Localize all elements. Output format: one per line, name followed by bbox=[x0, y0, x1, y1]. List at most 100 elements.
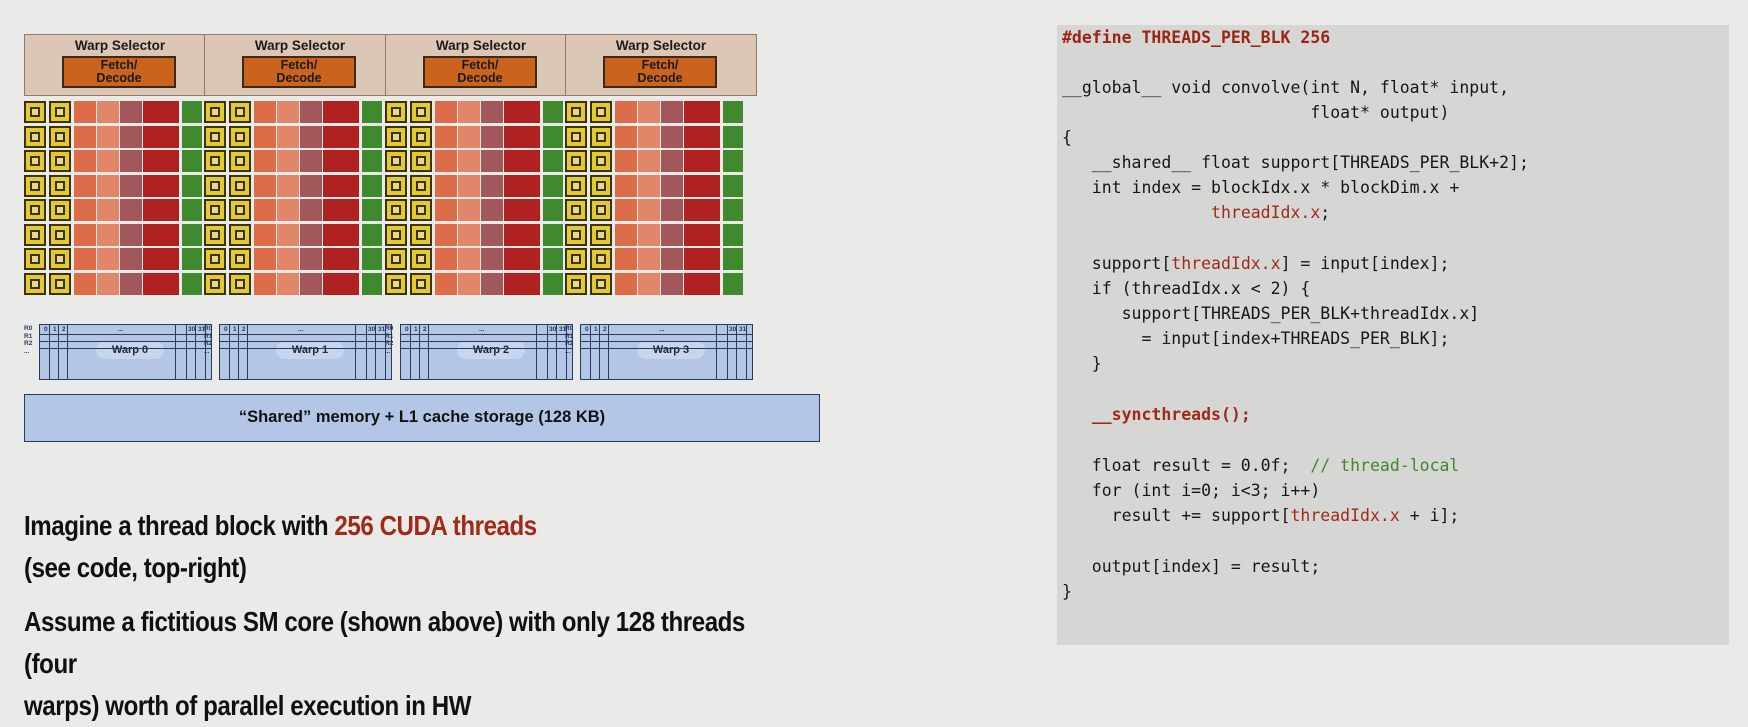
exec-unit-yellow bbox=[49, 101, 71, 123]
register-row-label: ... bbox=[204, 347, 210, 355]
exec-unit-red bbox=[684, 174, 720, 197]
exec-unit-row bbox=[565, 174, 757, 197]
exec-unit-red bbox=[504, 199, 540, 221]
exec-unit-green bbox=[182, 199, 202, 221]
exec-unit-mauve bbox=[661, 223, 683, 246]
register-col-divider bbox=[727, 325, 728, 379]
exec-unit-green bbox=[543, 248, 563, 270]
warp-selector: Warp Selector Fetch/ Decode bbox=[204, 34, 396, 96]
exec-unit-row bbox=[204, 272, 396, 295]
exec-unit-yellow bbox=[590, 101, 612, 123]
exec-unit-green bbox=[543, 150, 563, 172]
line1-highlight: 256 CUDA threads bbox=[334, 510, 537, 541]
exec-unit-green bbox=[723, 248, 743, 270]
exec-unit-yellow bbox=[565, 125, 587, 148]
register-col-divider bbox=[49, 325, 50, 379]
exec-unit-yellow bbox=[565, 223, 587, 246]
exec-unit-mauve bbox=[120, 174, 142, 197]
register-col-divider bbox=[385, 325, 386, 379]
exec-unit-yellow bbox=[385, 150, 407, 172]
exec-unit-yellow bbox=[49, 248, 71, 270]
exec-unit-yellow bbox=[229, 125, 251, 148]
exec-unit-mauve bbox=[481, 272, 503, 295]
exec-unit-row bbox=[565, 125, 757, 148]
exec-unit-red bbox=[143, 272, 179, 295]
register-col-divider bbox=[419, 325, 420, 379]
exec-unit-yellow bbox=[565, 248, 587, 270]
exec-unit-row bbox=[24, 150, 216, 172]
execution-units bbox=[204, 101, 396, 319]
code-line: result += support[threadIdx.x + i]; bbox=[1062, 503, 1460, 528]
register-row-label: R0 bbox=[385, 325, 394, 332]
exec-unit-mauve bbox=[120, 248, 142, 270]
register-col-divider bbox=[599, 325, 600, 379]
exec-unit-yellow bbox=[24, 199, 46, 221]
code-line: threadIdx.x; bbox=[1062, 200, 1330, 225]
exec-unit-red bbox=[143, 223, 179, 246]
register-row-label: R1 bbox=[565, 332, 574, 340]
exec-unit-mauve bbox=[661, 272, 683, 295]
exec-unit-salmon bbox=[458, 125, 480, 148]
exec-unit-salmon bbox=[277, 248, 299, 270]
code-line: } bbox=[1062, 354, 1102, 373]
exec-unit-red bbox=[504, 272, 540, 295]
exec-unit-salmon bbox=[458, 223, 480, 246]
exec-unit-orange bbox=[615, 150, 637, 172]
exec-unit-green bbox=[182, 272, 202, 295]
exec-unit-yellow bbox=[49, 174, 71, 197]
register-col-divider bbox=[58, 325, 59, 379]
exec-unit-yellow bbox=[385, 248, 407, 270]
fetch-decode-unit: Fetch/ Decode bbox=[62, 56, 176, 88]
exec-unit-row bbox=[24, 272, 216, 295]
exec-unit-salmon bbox=[97, 272, 119, 295]
exec-unit-yellow bbox=[590, 272, 612, 295]
warp-selector: Warp Selector Fetch/ Decode bbox=[24, 34, 216, 96]
exec-unit-red bbox=[143, 248, 179, 270]
register-col-divider bbox=[247, 325, 248, 379]
exec-unit-yellow bbox=[410, 125, 432, 148]
exec-unit-row bbox=[565, 101, 757, 123]
exec-unit-orange bbox=[254, 150, 276, 172]
exec-unit-row bbox=[204, 125, 396, 148]
exec-unit-yellow bbox=[410, 272, 432, 295]
exec-unit-yellow bbox=[24, 150, 46, 172]
exec-unit-row bbox=[565, 150, 757, 172]
exec-unit-salmon bbox=[458, 272, 480, 295]
register-col-divider bbox=[428, 325, 429, 379]
exec-unit-orange bbox=[74, 101, 96, 123]
exec-unit-red bbox=[323, 174, 359, 197]
code-token: support[ bbox=[1062, 254, 1172, 273]
exec-unit-green bbox=[543, 272, 563, 295]
exec-unit-orange bbox=[254, 174, 276, 197]
register-col-label: 1 bbox=[594, 326, 598, 333]
code-token-threadidx: threadIdx.x bbox=[1171, 254, 1281, 273]
exec-unit-red bbox=[323, 125, 359, 148]
register-col-label: 30 bbox=[368, 326, 376, 333]
exec-unit-green bbox=[362, 248, 382, 270]
exec-unit-yellow bbox=[590, 174, 612, 197]
code-token bbox=[1062, 405, 1092, 424]
register-row-label: ... bbox=[24, 347, 30, 355]
register-col-divider bbox=[366, 325, 367, 379]
exec-unit-green bbox=[362, 150, 382, 172]
exec-unit-orange bbox=[74, 125, 96, 148]
exec-unit-yellow bbox=[204, 101, 226, 123]
exec-unit-orange bbox=[254, 101, 276, 123]
register-col-label: 2 bbox=[62, 326, 66, 333]
exec-unit-red bbox=[504, 174, 540, 197]
exec-unit-mauve bbox=[120, 223, 142, 246]
warp-selector-label: Warp Selector bbox=[435, 38, 527, 53]
line2: (see code, top-right) bbox=[24, 552, 247, 583]
exec-unit-salmon bbox=[638, 174, 660, 197]
fetch-decode-label: Fetch/ Decode bbox=[457, 58, 503, 85]
exec-unit-salmon bbox=[638, 125, 660, 148]
register-col-divider bbox=[186, 325, 187, 379]
exec-unit-orange bbox=[615, 272, 637, 295]
code-line: = input[index+THREADS_PER_BLK]; bbox=[1062, 329, 1450, 348]
code-line: } bbox=[1062, 582, 1072, 601]
code-line: support[THREADS_PER_BLK+threadIdx.x] bbox=[1062, 304, 1480, 323]
exec-unit-row bbox=[204, 101, 396, 123]
